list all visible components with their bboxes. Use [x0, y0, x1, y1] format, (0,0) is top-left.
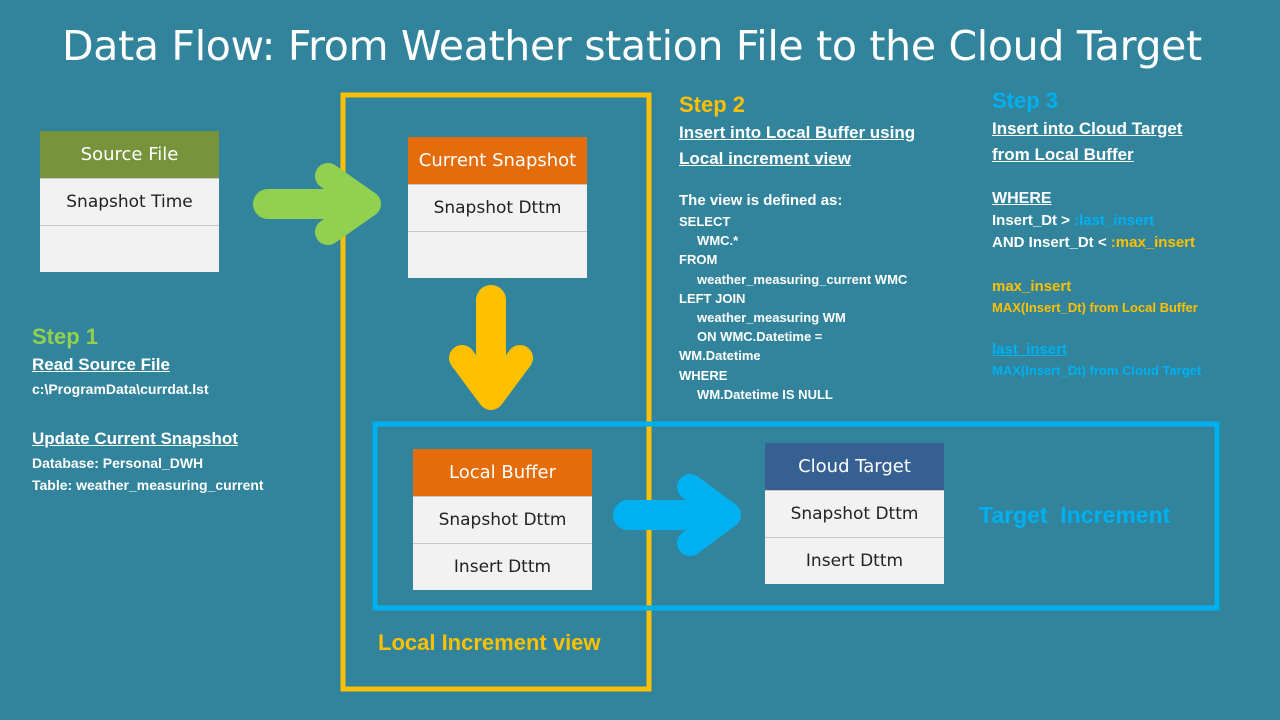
local-increment-label: Local Increment view	[378, 630, 601, 655]
step3-max-label: max_insert	[992, 278, 1072, 295]
page-title: Data Flow: From Weather station File to …	[62, 22, 1202, 70]
target-increment-frame	[372, 421, 1220, 611]
step3-cond1: Insert_Dt > :last_insert	[992, 210, 1272, 232]
sql-line: weather_measuring_current WMC	[679, 271, 908, 287]
sql-line: WM.Datetime	[679, 348, 761, 364]
table-row: Snapshot Dttm	[408, 184, 587, 231]
step3-cond2: AND Insert_Dt < :max_insert	[992, 232, 1272, 254]
source-file-header: Source File	[40, 131, 219, 178]
cloud-target-header: Cloud Target	[765, 443, 944, 490]
cloud-target-table: Cloud Target Snapshot Dttm Insert Dttm	[765, 443, 944, 584]
cond1-prefix: Insert_Dt >	[992, 212, 1075, 229]
arrow-buffer-to-cloud	[613, 474, 741, 556]
step1-read-label: Read Source File	[32, 355, 170, 374]
step3-where: WHERE	[992, 190, 1052, 207]
table-row	[40, 225, 219, 272]
local-buffer-header: Local Buffer	[413, 449, 592, 496]
sql-line: FROM	[679, 252, 718, 268]
step3-last-def: MAX(Insert_Dt) from Cloud Target	[992, 363, 1202, 378]
table-row: Snapshot Time	[40, 178, 219, 225]
step1-read-path: c:\ProgramData\currdat.lst	[32, 381, 209, 397]
current-snapshot-header: Current Snapshot	[408, 137, 587, 184]
table-row: Snapshot Dttm	[765, 490, 944, 537]
step2-block: Step 2 Insert into Local Buffer using Lo…	[679, 92, 969, 404]
step3-heading: Step 3	[992, 88, 1059, 113]
cond2-var: :max_insert	[1110, 234, 1195, 251]
step2-line2: Local increment view	[679, 149, 851, 168]
step2-defined: The view is defined as:	[679, 192, 843, 209]
sql-line: WM.Datetime IS NULL	[679, 386, 833, 402]
step1-database: Database: Personal_DWH	[32, 455, 204, 471]
sql-line: SELECT	[679, 214, 731, 229]
sql-line: weather_measuring WM	[679, 310, 846, 326]
table-row	[408, 231, 587, 278]
step2-sql: SELECT WMC.* FROM weather_measuring_curre…	[679, 212, 969, 404]
step3-last-label: last_insert	[992, 341, 1068, 358]
local-buffer-table: Local Buffer Snapshot Dttm Insert Dttm	[413, 449, 592, 590]
step3-line2: from Local Buffer	[992, 145, 1134, 164]
source-file-table: Source File Snapshot Time	[40, 131, 219, 272]
table-row: Insert Dttm	[765, 537, 944, 584]
cond2-prefix: AND Insert_Dt <	[992, 234, 1111, 251]
sql-line: ON WMC.Datetime =	[679, 329, 823, 345]
arrow-snapshot-to-buffer	[449, 285, 533, 410]
step2-line1: Insert into Local Buffer using	[679, 123, 916, 142]
step3-max-def: MAX(Insert_Dt) from Local Buffer	[992, 300, 1198, 315]
step3-block: Step 3 Insert into Cloud Target from Loc…	[992, 88, 1272, 380]
current-snapshot-table: Current Snapshot Snapshot Dttm	[408, 137, 587, 278]
sql-line: WMC.*	[679, 233, 739, 249]
step1-heading: Step 1	[32, 324, 99, 349]
local-increment-frame	[340, 92, 652, 692]
step2-heading: Step 2	[679, 92, 746, 117]
step1-block: Step 1 Read Source File c:\ProgramData\c…	[32, 324, 332, 496]
step3-line1: Insert into Cloud Target	[992, 119, 1183, 138]
cond1-var: :last_insert	[1074, 212, 1155, 229]
sql-line: LEFT JOIN	[679, 290, 746, 306]
target-increment-label: Target Increment	[979, 502, 1171, 528]
arrow-source-to-snapshot	[253, 163, 381, 245]
table-row: Insert Dttm	[413, 543, 592, 590]
table-row: Snapshot Dttm	[413, 496, 592, 543]
step1-update-label: Update Current Snapshot	[32, 429, 238, 448]
sql-line: WHERE	[679, 367, 728, 383]
step1-table: Table: weather_measuring_current	[32, 477, 264, 493]
